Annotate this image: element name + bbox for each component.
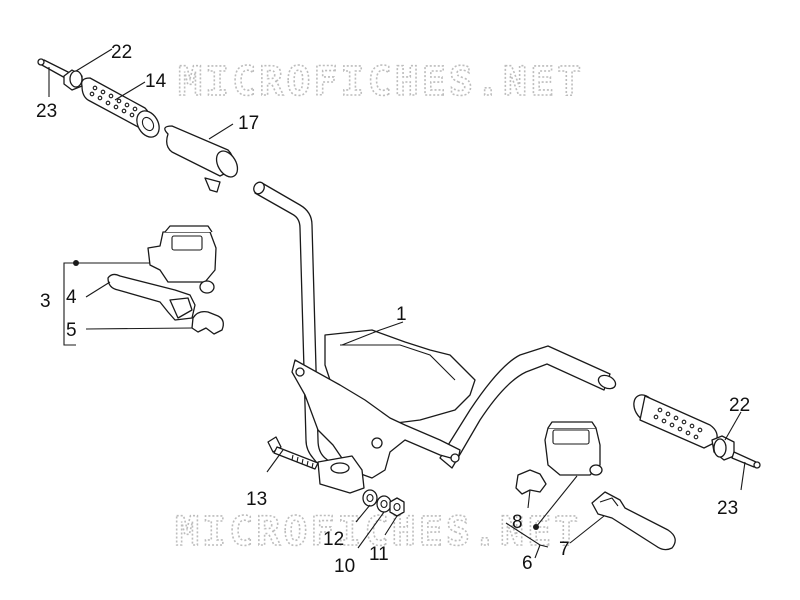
left-brake-lever-group <box>107 225 224 335</box>
bolt-13 <box>267 436 319 470</box>
callout-23-top: 23 <box>36 101 57 122</box>
callout-22-right: 22 <box>729 395 750 416</box>
callout-1: 1 <box>396 304 407 325</box>
handlebar-assembly <box>253 181 617 494</box>
right-brake-lever-group <box>515 421 676 551</box>
callout-14: 14 <box>145 71 167 92</box>
callout-17: 17 <box>238 113 259 134</box>
callout-13: 13 <box>246 489 267 510</box>
washers-and-nut <box>362 489 405 517</box>
callout-23-right: 23 <box>717 498 738 519</box>
callout-8: 8 <box>512 512 523 533</box>
callout-10: 10 <box>334 556 355 577</box>
callout-12: 12 <box>323 529 344 550</box>
callout-labels: 1 3 4 5 6 7 8 10 11 12 13 14 17 22 23 22… <box>36 42 750 577</box>
watermark-bottom: MICROFICHES.NET <box>175 509 581 555</box>
callout-22-top: 22 <box>111 42 132 63</box>
leader-lines <box>48 48 746 559</box>
callout-7: 7 <box>559 539 570 560</box>
callout-11: 11 <box>369 544 389 565</box>
watermark-top: MICROFICHES.NET <box>178 59 584 105</box>
callout-5: 5 <box>66 320 77 341</box>
left-grip-group <box>37 58 239 193</box>
callout-4: 4 <box>66 287 77 308</box>
callout-6: 6 <box>522 553 533 574</box>
callout-3: 3 <box>40 291 51 312</box>
right-grip-group <box>633 394 761 469</box>
